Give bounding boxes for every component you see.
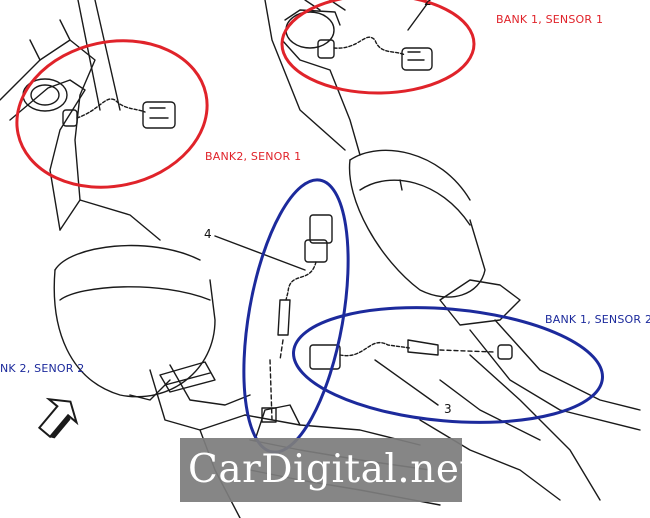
highlight-bank1-sensor2 xyxy=(292,306,604,424)
watermark-text: CarDigital.net xyxy=(188,447,476,492)
label-bank2-sensor1: BANK2, SENOR 1 xyxy=(205,150,302,163)
left-exhaust-pipe xyxy=(0,0,121,231)
callout-3: 3 xyxy=(444,402,452,416)
label-bank1-sensor2: BANK 1, SENSOR 2 xyxy=(545,313,650,326)
label-bank1-sensor1: BANK 1, SENSOR 1 xyxy=(496,13,604,26)
highlight-bank1-sensor1 xyxy=(280,0,476,95)
hollow-arrow-front-icon xyxy=(37,397,79,439)
right-catalytic-converter xyxy=(348,149,486,298)
right-exhaust-pipe xyxy=(264,0,361,156)
right-lower-pipe xyxy=(419,279,641,501)
sensor-bank2-1 xyxy=(62,98,176,129)
leader-line-2 xyxy=(407,0,431,31)
label-bank2-sensor2: NK 2, SENOR 2 xyxy=(0,362,85,375)
callout-2: 2 xyxy=(424,0,432,8)
left-catalytic-converter xyxy=(53,199,216,401)
highlight-bank2-sensor1 xyxy=(15,39,209,189)
leader-line-3 xyxy=(374,359,439,406)
leader-line-4 xyxy=(214,235,306,271)
watermark-banner xyxy=(180,438,462,502)
sensor-bank1-2 xyxy=(309,339,513,370)
callout-4: 4 xyxy=(204,227,212,241)
sensor-bank1-1 xyxy=(317,36,433,71)
sensor-bank2-2 xyxy=(261,214,333,423)
